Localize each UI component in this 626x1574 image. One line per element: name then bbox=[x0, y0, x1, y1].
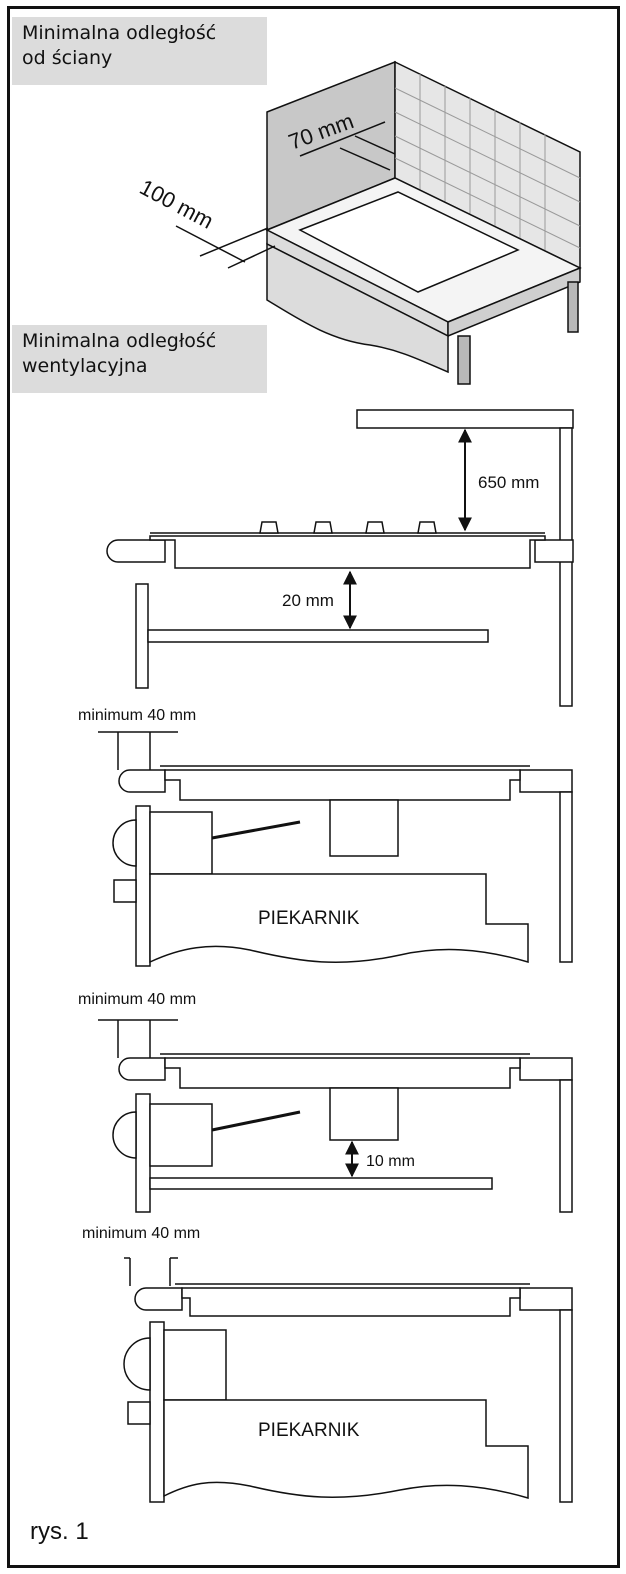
worktop-left-c bbox=[134, 1287, 183, 1311]
oven-label-2: PIEKARNIK bbox=[258, 1420, 360, 1441]
shelf-board bbox=[147, 629, 489, 643]
dimension-100mm bbox=[175, 225, 276, 269]
vent-label-line1: Minimalna odległość bbox=[22, 330, 217, 352]
hob-body-c bbox=[181, 1287, 521, 1317]
dimension-100mm-text: 100 mm bbox=[136, 174, 218, 233]
min40-c-dimension bbox=[124, 1257, 178, 1286]
worktop-right-edge bbox=[447, 266, 581, 338]
oven-body-a bbox=[149, 873, 529, 964]
vertical-board bbox=[135, 583, 149, 689]
hob-burners bbox=[259, 521, 437, 534]
min40-b-text: minimum 40 mm bbox=[78, 991, 196, 1008]
min40-c-text: minimum 40 mm bbox=[82, 1225, 200, 1242]
min40-a-text: minimum 40 mm bbox=[78, 707, 196, 724]
min40-b-dimension bbox=[98, 1019, 178, 1058]
wall-label-line1: Minimalna odległość bbox=[22, 22, 217, 44]
wall-tiles bbox=[394, 74, 581, 250]
hob-body bbox=[149, 535, 546, 569]
handle-a bbox=[113, 879, 137, 903]
knob-b bbox=[112, 1111, 137, 1159]
worktop-left-a bbox=[118, 769, 166, 793]
leg-right bbox=[567, 281, 579, 333]
dimension-650mm-text: 650 mm bbox=[478, 473, 539, 492]
hob-cutout bbox=[298, 191, 520, 293]
worktop-left-b bbox=[118, 1057, 166, 1081]
side-panel-a bbox=[559, 791, 573, 963]
oven-body-c bbox=[163, 1399, 529, 1499]
upper-cabinet bbox=[356, 409, 574, 429]
worktop-right bbox=[534, 539, 574, 563]
control-box-c bbox=[163, 1329, 227, 1401]
wall-label-line2: od ściany bbox=[22, 47, 113, 69]
worktop-right-a bbox=[519, 769, 573, 793]
knob-a bbox=[112, 819, 137, 867]
worktop-right-b bbox=[519, 1057, 573, 1081]
side-panel-right bbox=[559, 427, 573, 707]
min40-a-dimension bbox=[98, 731, 178, 770]
worktop-left bbox=[106, 539, 166, 563]
cabinet-front bbox=[266, 242, 449, 374]
hood-clearance-view bbox=[106, 409, 574, 707]
side-panel-c bbox=[559, 1309, 573, 1503]
worktop-right-c bbox=[519, 1287, 573, 1311]
oven-label-1: PIEKARNIK bbox=[258, 908, 360, 929]
dimension-20mm-text: 20 mm bbox=[282, 591, 334, 610]
ventilation-distance-label: Minimalna odległość wentylacyjna bbox=[12, 325, 267, 393]
front-panel-b bbox=[135, 1093, 151, 1213]
hob-body-b bbox=[164, 1057, 521, 1089]
vent-label-line2: wentylacyjna bbox=[22, 355, 148, 377]
oven-view-1 bbox=[112, 765, 573, 967]
leg-front bbox=[457, 335, 471, 385]
figure-caption: rys. 1 bbox=[30, 1518, 89, 1545]
shelf-b bbox=[149, 1177, 493, 1190]
front-panel-a bbox=[135, 805, 151, 967]
control-box-b bbox=[149, 1103, 213, 1167]
handle-c bbox=[127, 1401, 151, 1425]
countertop-perspective bbox=[265, 60, 582, 385]
front-panel-c bbox=[149, 1321, 165, 1503]
hob-body-a bbox=[164, 769, 521, 801]
gas-box-b bbox=[329, 1087, 399, 1141]
dimension-70mm bbox=[299, 121, 396, 171]
wall-distance-label: Minimalna odległość od ściany bbox=[12, 17, 267, 85]
control-box-a bbox=[149, 811, 213, 875]
oven-view-3 bbox=[123, 1283, 573, 1503]
dimension-10mm-text: 10 mm bbox=[366, 1153, 415, 1170]
oven-view-2 bbox=[112, 1053, 573, 1213]
gas-box-a bbox=[329, 799, 399, 857]
knob-c bbox=[123, 1337, 151, 1391]
side-panel-b bbox=[559, 1079, 573, 1213]
